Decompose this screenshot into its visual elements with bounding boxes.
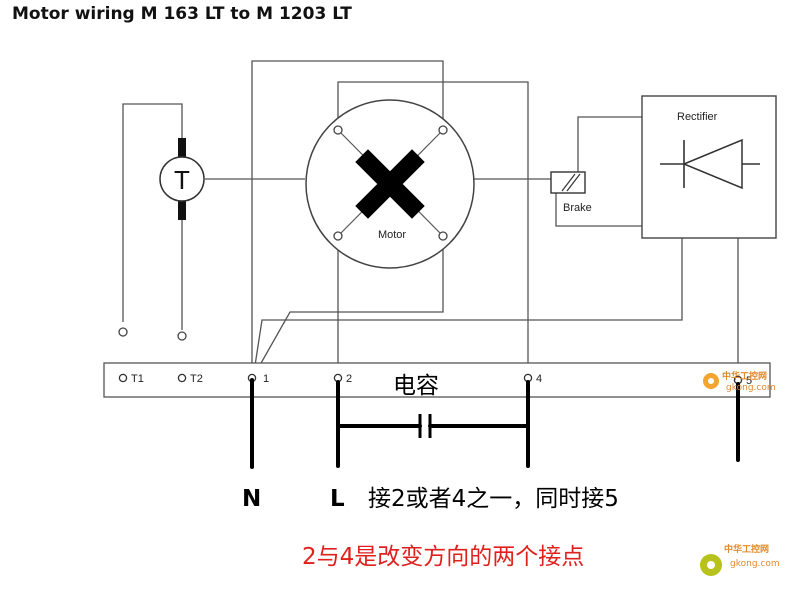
diode-icon: [682, 138, 743, 190]
wire-rect-to-1: [253, 238, 683, 373]
svg-text:中华工控网: 中华工控网: [724, 543, 769, 555]
terminal-t2: T2: [177, 373, 203, 385]
capacitor-icon: [418, 414, 432, 438]
terminal-strip: [103, 362, 771, 398]
svg-text:gkong.com: gkong.com: [726, 383, 776, 393]
neutral-label: N: [242, 486, 261, 512]
terminal-t1: T1: [118, 373, 144, 385]
svg-text:2: 2: [346, 373, 352, 385]
diagram-title: Motor wiring M 163 LT to M 1203 LT: [12, 4, 352, 24]
svg-text:1: 1: [263, 373, 269, 385]
motor-x-icon: [355, 149, 425, 219]
wiring-lines: [122, 60, 739, 376]
wire-brake-bottom: [555, 193, 642, 227]
tachometer-label: T: [174, 165, 190, 195]
heavy-wiring: [250, 378, 740, 469]
svg-text:5: 5: [746, 375, 752, 387]
svg-text:4: 4: [536, 373, 542, 385]
live-note: 接2或者4之一，同时接5: [368, 486, 619, 512]
watermark-logo-1: 中华工控网 gkong.com: [703, 370, 776, 393]
wire-motor-1: [255, 236, 444, 373]
svg-text:中华工控网: 中华工控网: [722, 370, 767, 382]
wire-t1: [122, 103, 183, 322]
rectifier: Rectifier: [641, 95, 777, 239]
svg-text:gkong.com: gkong.com: [730, 559, 780, 569]
svg-text:T1: T1: [131, 373, 144, 385]
watermark-logo-2: 中华工控网 gkong.com: [700, 543, 780, 576]
direction-note: 2与4是改变方向的两个接点: [302, 544, 584, 570]
live-label: L: [330, 486, 345, 512]
wire-top-loop-2: [337, 81, 529, 372]
svg-text:T2: T2: [190, 373, 203, 385]
tachometer: T: [159, 138, 205, 220]
terminal-5: 5: [733, 375, 752, 387]
motor-label: Motor: [378, 229, 406, 241]
t2-junction: [177, 331, 187, 341]
rectifier-label: Rectifier: [677, 111, 718, 123]
wire-brake-top: [577, 116, 642, 172]
t1-junction: [118, 327, 128, 337]
wire-top-loop-1: [251, 60, 444, 372]
motor: Motor: [305, 99, 475, 269]
brake: Brake: [550, 171, 592, 214]
terminal-2: 2: [333, 373, 352, 385]
capacitor-label: 电容: [393, 373, 439, 399]
brake-label: Brake: [563, 202, 592, 214]
